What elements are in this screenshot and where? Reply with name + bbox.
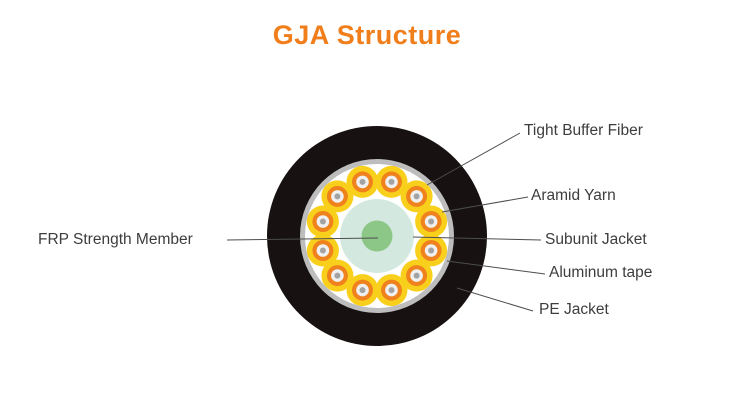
page-title: GJA Structure	[272, 20, 462, 50]
frp-strength-member-circle	[361, 220, 393, 252]
label-frp-strength-member: FRP Strength Member	[38, 231, 193, 248]
label-aluminum-tape: Aluminum tape	[549, 264, 653, 281]
leader-line-subunit	[412, 236, 542, 241]
label-subunit-jacket: Subunit Jacket	[545, 231, 647, 248]
tight-buffer-fiber	[375, 165, 408, 198]
leader-line-frp	[226, 237, 379, 241]
tight-buffer-fiber	[415, 234, 448, 267]
tight-buffer-fiber	[346, 274, 379, 307]
label-aramid-yarn: Aramid Yarn	[531, 187, 616, 204]
label-tight-buffer-fiber: Tight Buffer Fiber	[524, 122, 643, 139]
leader-line-aramid	[441, 196, 529, 213]
tight-buffer-fiber	[306, 205, 339, 238]
label-pe-jacket: PE Jacket	[539, 301, 609, 318]
leader-line-pe	[456, 287, 534, 312]
leader-line-tight-buffer	[426, 132, 521, 186]
leader-line-aluminum	[446, 260, 546, 275]
